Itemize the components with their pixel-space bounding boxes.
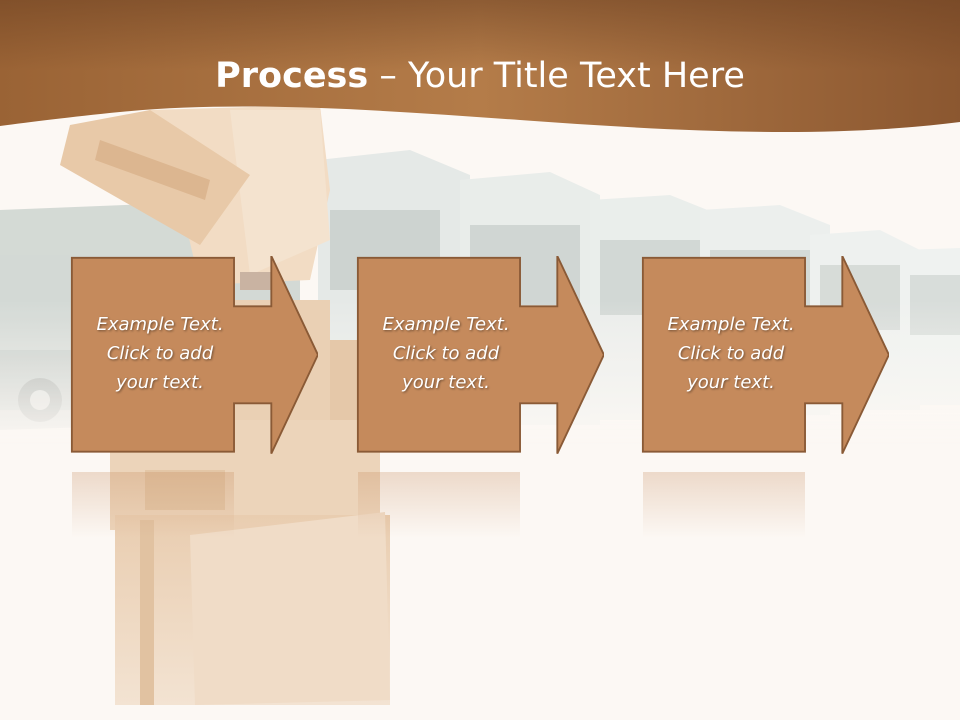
step-text-line: Click to add xyxy=(677,343,785,364)
step-text-line: Example Text. xyxy=(382,314,510,335)
step-2-reflection xyxy=(358,472,520,538)
step-text-line: your text. xyxy=(687,372,775,393)
step-text-line: Example Text. xyxy=(96,314,224,335)
title-bold: Process xyxy=(215,56,369,96)
title-rest: – Your Title Text Here xyxy=(368,56,745,96)
arrow-right-icon xyxy=(641,256,889,454)
step-text-line: your text. xyxy=(116,372,204,393)
step-text: Example Text. Click to add your text. xyxy=(360,310,532,397)
step-text-line: your text. xyxy=(402,372,490,393)
step-text-line: Click to add xyxy=(392,343,500,364)
step-text-line: Click to add xyxy=(106,343,214,364)
step-3-reflection xyxy=(643,472,805,538)
step-text: Example Text. Click to add your text. xyxy=(645,310,817,397)
arrow-right-icon xyxy=(70,256,318,454)
process-step-1[interactable]: Example Text. Click to add your text. xyxy=(70,256,318,468)
step-text: Example Text. Click to add your text. xyxy=(74,310,246,397)
process-step-3[interactable]: Example Text. Click to add your text. xyxy=(641,256,889,468)
header-band xyxy=(0,0,960,132)
step-1-reflection xyxy=(72,472,234,538)
step-text-line: Example Text. xyxy=(667,314,795,335)
slide-title[interactable]: Process – Your Title Text Here xyxy=(0,52,960,100)
cardboard-boxes-image xyxy=(110,300,390,705)
process-step-2[interactable]: Example Text. Click to add your text. xyxy=(356,256,604,468)
delivery-man-image xyxy=(60,105,330,290)
arrow-right-icon xyxy=(356,256,604,454)
